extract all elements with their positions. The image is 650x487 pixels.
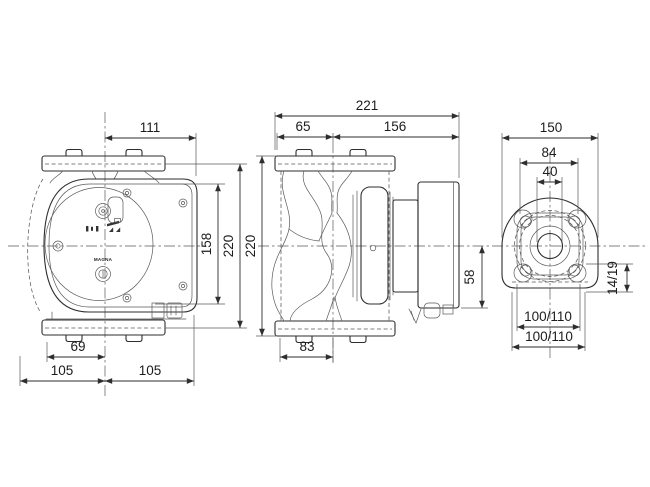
dim-end-bolt-slot: 14/19 (586, 261, 633, 295)
dim-label-84: 84 (541, 145, 557, 160)
end-view: 150 84 40 100/110 100/110 (501, 120, 633, 358)
front-control-panel: MAGNA (43, 178, 198, 313)
bolt-circle-100 (519, 215, 581, 277)
dim-label-220-front: 220 (221, 235, 236, 258)
indicator-leds-icon (86, 226, 99, 232)
dim-label-83: 83 (299, 339, 314, 354)
dim-label-58: 58 (462, 269, 477, 284)
dim-front-panel-height: 158 (155, 183, 225, 305)
cable-clip (408, 308, 422, 324)
flange-face-outer (516, 212, 584, 280)
side-view: 221 65 156 220 83 58 (243, 98, 488, 363)
dim-label-111: 111 (140, 120, 161, 135)
dim-label-40: 40 (542, 164, 557, 179)
hidden-volute-outline (27, 178, 44, 314)
dim-label-105-right: 105 (139, 363, 162, 378)
dim-end-bolt-span: 84 (519, 145, 579, 214)
front-lower-details (45, 302, 187, 320)
dim-side-split-lengths: 65 156 (276, 119, 459, 150)
dim-side-total-length: 221 (274, 98, 460, 178)
dim-label-150: 150 (540, 120, 563, 135)
dim-label-220-side: 220 (243, 235, 258, 258)
dim-label-158: 158 (199, 233, 214, 256)
model-label: MAGNA (94, 257, 113, 262)
dim-side-foot-length: 83 (279, 338, 334, 362)
pump-mode-icons (107, 218, 121, 232)
dim-label-100-110-b: 100/110 (525, 329, 573, 344)
front-view: MAGNA 111 69 (8, 112, 247, 396)
dim-front-flange-faces: 220 (165, 163, 247, 329)
side-motor-section (352, 186, 419, 305)
dim-front-foot-offset: 69 (46, 339, 105, 362)
side-bottom-flange (274, 320, 396, 344)
screw-bosses (95, 203, 111, 282)
side-top-flange (274, 148, 396, 172)
dim-end-bolt-circle-lower: 100/110 (511, 292, 586, 351)
dim-label-221: 221 (356, 98, 379, 113)
dim-front-halves: 105 105 (19, 315, 195, 386)
dim-label-105-left: 105 (51, 363, 74, 378)
port-bore (536, 232, 564, 260)
bolt-circle-110 (514, 210, 586, 282)
dim-end-port-bore: 40 (536, 164, 563, 242)
dim-end-bolt-circle-upper: 100/110 (516, 284, 581, 331)
dim-side-port-to-port: 220 (243, 155, 277, 337)
vent-hole (369, 244, 377, 252)
front-bottom-flange (41, 319, 166, 343)
dim-label-100-110-a: 100/110 (524, 309, 572, 324)
side-control-box (408, 181, 460, 324)
dim-label-156: 156 (384, 119, 407, 134)
cable-gland (423, 302, 441, 319)
bolt-slots (513, 209, 587, 283)
raised-face (529, 225, 571, 267)
dim-side-center-to-box-bottom: 58 (461, 246, 488, 309)
flange-face-inner (520, 216, 580, 276)
dim-label-69: 69 (70, 339, 85, 354)
corner-screws (52, 188, 188, 303)
front-top-flange (41, 148, 166, 184)
dim-label-14-19: 14/19 (605, 261, 620, 295)
dim-front-top-width: 111 (105, 120, 197, 176)
side-volute-body (271, 170, 390, 322)
dim-end-housing-width: 150 (501, 120, 599, 238)
dim-label-65: 65 (295, 119, 310, 134)
